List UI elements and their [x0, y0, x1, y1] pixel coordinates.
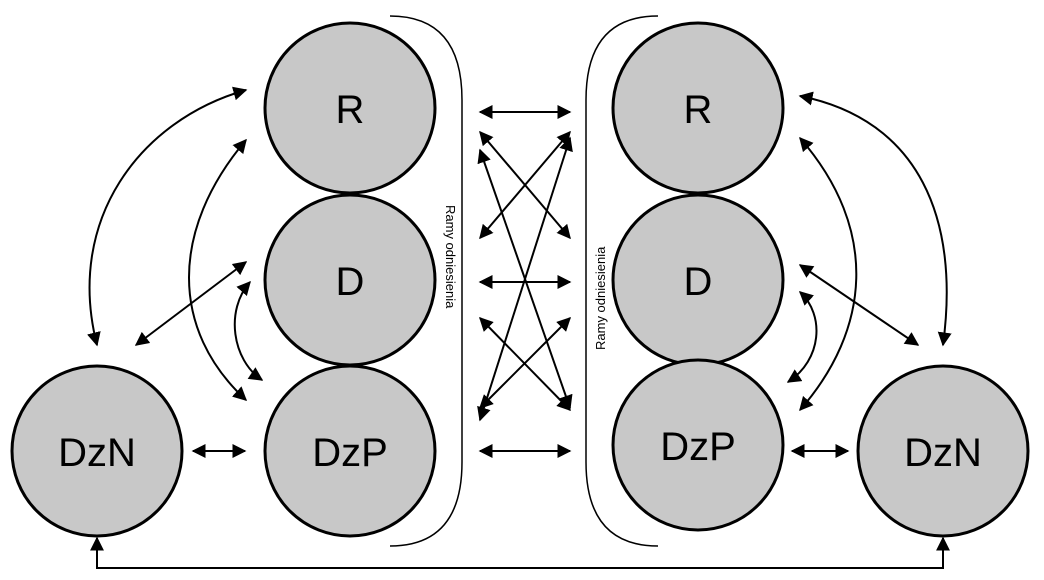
arrow-right-dzp-r — [799, 136, 858, 412]
left-node-dzn-label: DzN — [58, 431, 136, 475]
arrow-mid-dzp-d-up — [479, 317, 571, 409]
arrow-left-dzn-d — [134, 261, 248, 346]
arrow-right-d-dzp — [786, 291, 818, 383]
left-node-r-label: R — [336, 88, 365, 132]
left-node-d: D — [263, 193, 437, 367]
left-node-dzn: DzN — [10, 364, 184, 538]
left-frame-label: Ramy odniesienia — [443, 205, 458, 309]
arrow-left-d-dzp — [233, 280, 264, 381]
arrow-left-dzp-r — [188, 138, 248, 401]
left-node-d-label: D — [336, 260, 365, 304]
right-node-d: D — [611, 193, 785, 367]
left-node-dzp: DzP — [263, 364, 437, 538]
arrow-mid-dzp-r-up — [477, 136, 573, 422]
arrow-right-dzn-d — [798, 264, 920, 346]
right-node-dzn: DzN — [856, 364, 1030, 538]
right-node-r: R — [611, 21, 785, 195]
right-node-dzp-label: DzP — [660, 425, 736, 469]
left-node-dzp-label: DzP — [312, 431, 388, 475]
right-node-dzn-label: DzN — [904, 431, 982, 475]
left-node-r: R — [263, 21, 437, 195]
right-node-d-label: D — [684, 260, 713, 304]
right-frame-label: Ramy odniesienia — [593, 246, 608, 350]
right-node-r-label: R — [684, 88, 713, 132]
arrow-left-dzn-r — [87, 86, 248, 347]
arrow-right-dzn-r — [798, 91, 952, 347]
right-node-dzp: DzP — [611, 358, 785, 532]
arrow-bottom-dzn-dzn — [90, 536, 950, 569]
